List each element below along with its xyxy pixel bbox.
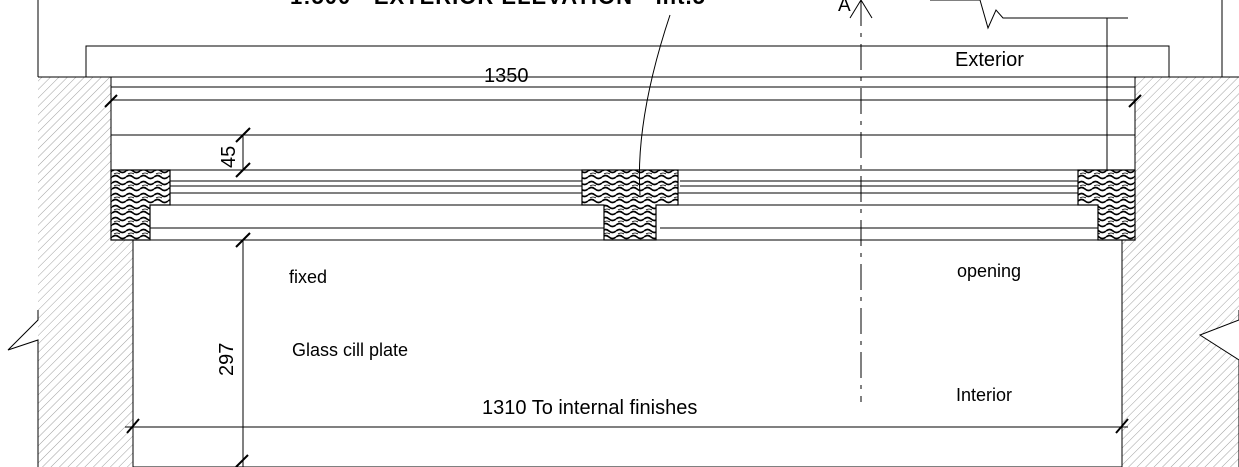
rebate-depth-dimension: 45 bbox=[218, 145, 240, 168]
opening-label: opening bbox=[957, 261, 1022, 281]
glass-cill-plate bbox=[132, 239, 1123, 467]
glass-cill-plate-label: Glass cill plate bbox=[292, 340, 409, 360]
right-break-line bbox=[1198, 310, 1239, 467]
timber-sections bbox=[110, 169, 1136, 241]
cill-depth-dimension: 297 bbox=[216, 342, 238, 376]
section-marker-label: A bbox=[838, 0, 851, 16]
fixed-label: fixed bbox=[289, 267, 328, 287]
left-break-line bbox=[7, 310, 39, 467]
right-wall-jamb bbox=[1121, 76, 1239, 467]
internal-width-dimension: 1310 To internal finishes bbox=[482, 397, 698, 419]
top-break-symbol bbox=[930, 0, 1128, 30]
dim-internal-width bbox=[125, 418, 1129, 434]
leader-line bbox=[638, 14, 671, 196]
overall-width-dimension: 1350 bbox=[484, 65, 529, 87]
dim-rebate-depth bbox=[235, 127, 251, 178]
dim-overall-width bbox=[104, 86, 1142, 108]
interior-label: Interior bbox=[956, 385, 1013, 405]
section-arrow-a bbox=[849, 0, 873, 19]
drawing-title: 1:500 - EXTERIOR ELEVATION - Int.5 bbox=[290, 0, 706, 8]
dim-cill-depth bbox=[235, 232, 251, 467]
exterior-label: Exterior bbox=[955, 49, 1024, 71]
